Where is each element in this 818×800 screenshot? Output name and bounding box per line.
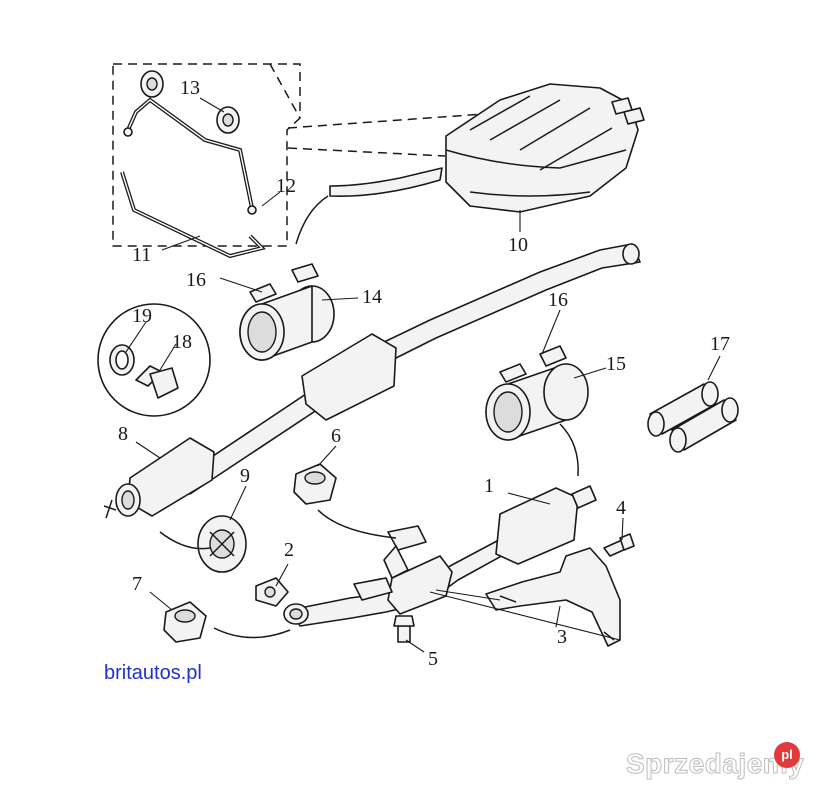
callout-3: 3 (557, 626, 567, 648)
nut-7 (163, 601, 207, 643)
callout-6: 6 (331, 425, 341, 447)
callout-5: 5 (428, 648, 438, 670)
callout-7: 7 (132, 573, 142, 595)
hanger-bracket-12 (123, 97, 257, 215)
callout-14: 14 (362, 286, 382, 308)
callout-10: 10 (508, 234, 528, 256)
callout-labels: 1 2 3 4 5 6 7 8 9 10 11 12 13 14 15 16 1… (118, 77, 730, 670)
tailpipe-17 (647, 381, 739, 453)
callout-11: 11 (132, 244, 151, 266)
callout-18: 18 (172, 331, 192, 353)
inset-18-19 (97, 303, 211, 417)
rear-silencer-10 (329, 83, 645, 213)
bolt-5 (393, 615, 415, 643)
clamp-15 (485, 345, 589, 441)
strap-11 (120, 171, 266, 259)
gasket-9 (197, 515, 247, 573)
bolt-4 (603, 533, 635, 557)
leader-lines (125, 97, 721, 653)
callout-17: 17 (710, 333, 730, 355)
front-pipe-cat-1 (283, 485, 597, 627)
callout-4: 4 (616, 497, 626, 519)
site-link[interactable]: britautos.pl (104, 662, 202, 684)
callout-15: 15 (606, 353, 626, 375)
callout-16-left: 16 (186, 269, 206, 291)
clamp-14 (239, 263, 335, 361)
callout-8: 8 (118, 423, 128, 445)
callout-2: 2 (284, 539, 294, 561)
hanger-detail-box (112, 63, 485, 247)
callout-12: 12 (276, 175, 296, 197)
intermediate-pipe-8 (103, 243, 641, 519)
gasket-2 (255, 577, 289, 607)
bracket-3 (485, 547, 621, 647)
callout-9: 9 (240, 465, 250, 487)
watermark-badge: pl (774, 742, 800, 768)
callout-13: 13 (180, 77, 200, 99)
connection-arcs (159, 195, 621, 641)
callout-1: 1 (484, 475, 494, 497)
callout-16-right: 16 (548, 289, 568, 311)
callout-19: 19 (132, 305, 152, 327)
nut-6 (293, 463, 337, 505)
rubber-mount-13 (140, 70, 240, 134)
